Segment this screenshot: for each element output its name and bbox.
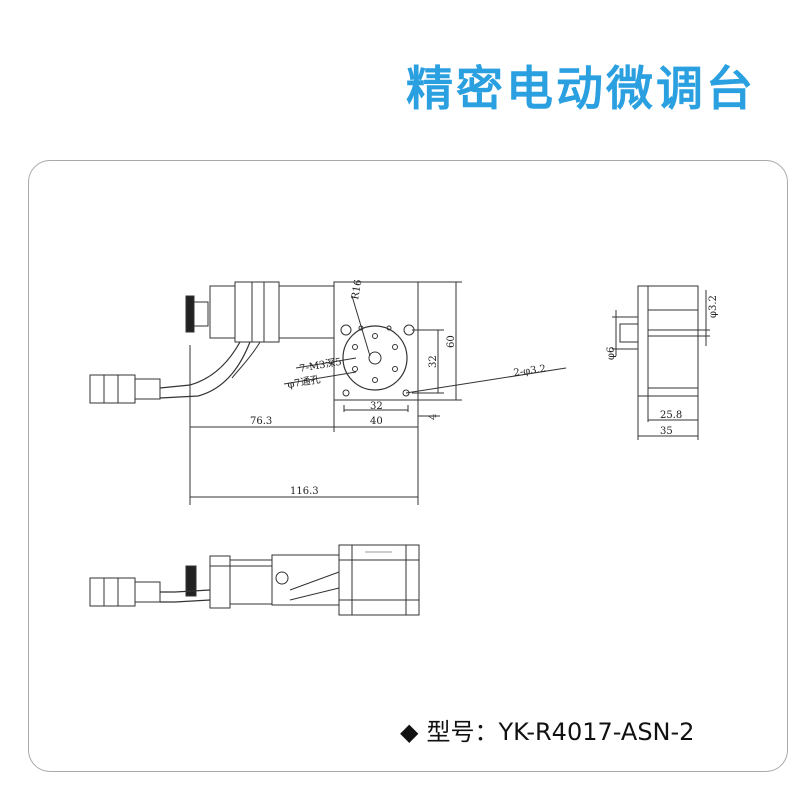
drawing-frame [28,160,788,772]
dim-4: 4 [428,414,439,420]
model-line: ◆型号：YK-R4017-ASN-2 [400,712,694,747]
top-view [89,281,567,505]
label-m3-holes: 7-M3深5 [298,356,342,375]
dim-r16: R16 [350,279,364,301]
dim-40: 40 [370,416,383,427]
dim-32-side: 32 [428,355,439,368]
dim-35: 35 [660,426,673,437]
page-title: 精密电动微调台 [406,62,756,117]
diamond-icon: ◆ [400,718,419,746]
bottom-view [89,544,420,616]
dim-116-3: 116.3 [290,486,319,497]
knob-icon-bottom [185,565,197,597]
dim-phi6: φ6 [606,347,617,360]
dim-32-bottom: 32 [370,401,383,412]
model-value: YK-R4017-ASN-2 [498,718,695,746]
dim-76-3: 76.3 [250,416,272,427]
dim-25-8: 25.8 [660,410,682,421]
dim-60: 60 [446,335,457,348]
side-view [612,285,710,440]
label-through-hole: φ7通孔 [286,373,321,391]
dim-phi3-2: φ3.2 [708,295,719,318]
knob-icon [185,295,195,333]
model-label: 型号： [426,718,499,746]
label-phi3-2-holes: 2-φ3.2 [513,364,547,379]
